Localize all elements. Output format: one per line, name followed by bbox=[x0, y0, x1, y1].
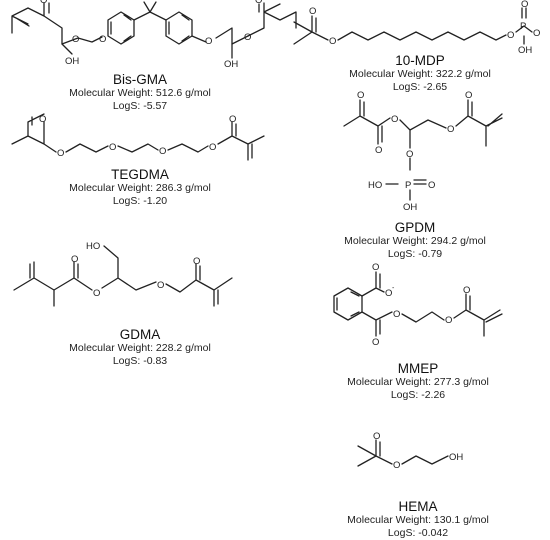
log-s: LogS: -0.83 bbox=[112, 355, 168, 367]
compound-name: HEMA bbox=[398, 499, 438, 514]
atom-oxygen: O bbox=[157, 280, 164, 291]
atom-oxygen: O bbox=[229, 114, 236, 125]
atom-oxygen: O bbox=[445, 315, 452, 326]
atom-oxygen: O bbox=[373, 431, 380, 442]
compound-name: GDMA bbox=[119, 327, 161, 342]
caption-bis-gma: Bis-GMA Molecular Weight: 512.6 g/mol Lo… bbox=[40, 72, 240, 113]
log-s: LogS: -2.65 bbox=[392, 81, 448, 93]
molecular-weight: Molecular Weight: 286.3 g/mol bbox=[69, 182, 211, 194]
atom-oxygen: O bbox=[372, 337, 379, 348]
atom-hydroxyl: OH bbox=[518, 45, 532, 56]
structure-mmep bbox=[333, 271, 503, 337]
caption-gdma: GDMA Molecular Weight: 228.2 g/mol LogS:… bbox=[40, 327, 240, 368]
compound-name: TEGDMA bbox=[111, 167, 169, 182]
atom-oxygen: O bbox=[406, 149, 413, 160]
atom-oxygen: O bbox=[39, 114, 46, 125]
caption-10-mdp: 10-MDP Molecular Weight: 322.2 g/mol Log… bbox=[320, 53, 520, 94]
atom-oxygen: O bbox=[99, 34, 106, 45]
atom-oxygen: O bbox=[428, 180, 435, 191]
molecular-weight: Molecular Weight: 130.1 g/mol bbox=[347, 514, 489, 526]
atom-oxygen: O bbox=[93, 288, 100, 299]
atom-oxygen: O bbox=[40, 0, 47, 6]
compound-name: MMEP bbox=[397, 361, 439, 376]
atom-hydroxyl: HO bbox=[368, 180, 382, 191]
atom-phosphorus: P bbox=[520, 21, 526, 32]
log-s: LogS: -1.20 bbox=[112, 195, 168, 207]
compound-name: Bis-GMA bbox=[113, 72, 167, 87]
atom-oxygen: O bbox=[205, 36, 212, 47]
atom-oxygen: O bbox=[159, 146, 166, 157]
atom-oxygen: O bbox=[521, 0, 528, 10]
atom-oxygen: O bbox=[329, 36, 336, 47]
atom-oxygen: O bbox=[465, 90, 472, 101]
molecular-weight: Molecular Weight: 228.2 g/mol bbox=[69, 342, 211, 354]
atom-oxygen: O bbox=[255, 0, 262, 6]
atom-oxygen: O bbox=[71, 254, 78, 265]
structure-10-mdp bbox=[293, 7, 533, 45]
atom-oxygen: O bbox=[393, 309, 400, 320]
atom-oxygen: O bbox=[57, 148, 64, 159]
molecular-weight: Molecular Weight: 277.3 g/mol bbox=[347, 376, 489, 388]
atom-oxygen: O bbox=[72, 34, 79, 45]
molecular-weight: Molecular Weight: 322.2 g/mol bbox=[349, 68, 491, 80]
atom-oxygen: O bbox=[372, 262, 379, 273]
charge-minus: - bbox=[392, 285, 395, 292]
molecular-weight: Molecular Weight: 294.2 g/mol bbox=[344, 235, 486, 247]
log-s: LogS: -0.042 bbox=[387, 527, 449, 539]
atom-oxygen: O bbox=[357, 90, 364, 101]
log-s: LogS: -0.79 bbox=[387, 248, 443, 260]
structure-bis-gma bbox=[11, 1, 297, 59]
atom-oxygen: O bbox=[385, 288, 392, 299]
atom-hydroxyl: OH bbox=[224, 59, 238, 70]
atom-hydroxyl: OH bbox=[403, 202, 417, 213]
atom-hydroxyl: HO bbox=[86, 241, 100, 252]
atom-hydroxyl: OH bbox=[65, 56, 79, 67]
atom-oxygen: O bbox=[193, 256, 200, 267]
caption-mmep: MMEP Molecular Weight: 277.3 g/mol LogS:… bbox=[318, 361, 518, 402]
caption-gpdm: GPDM Molecular Weight: 294.2 g/mol LogS:… bbox=[315, 220, 515, 261]
log-s: LogS: -2.26 bbox=[390, 389, 446, 401]
molecular-weight: Molecular Weight: 512.6 g/mol bbox=[69, 87, 211, 99]
atom-oxygen: O bbox=[463, 285, 470, 296]
log-s: LogS: -5.57 bbox=[112, 100, 168, 112]
atom-phosphorus: P bbox=[405, 180, 411, 191]
atom-oxygen: O bbox=[375, 145, 382, 156]
atom-hydroxyl: OH bbox=[449, 452, 463, 463]
atom-oxygen: O bbox=[391, 114, 398, 125]
atom-oxygen: O bbox=[447, 124, 454, 135]
atom-oxygen: O bbox=[507, 30, 514, 41]
caption-tegdma: TEGDMA Molecular Weight: 286.3 g/mol Log… bbox=[40, 167, 240, 208]
atom-oxygen: O bbox=[393, 460, 400, 471]
compound-name: GPDM bbox=[394, 220, 436, 235]
structure-tegdma bbox=[11, 113, 265, 161]
caption-hema: HEMA Molecular Weight: 130.1 g/mol LogS:… bbox=[318, 499, 518, 540]
atom-oxygen: O bbox=[309, 6, 316, 17]
atom-oxygen: O bbox=[109, 142, 116, 153]
compound-name: 10-MDP bbox=[395, 53, 445, 68]
atom-oxygen: O bbox=[244, 32, 251, 43]
atom-oxygen: O bbox=[533, 28, 540, 39]
atom-oxygen: O bbox=[209, 142, 216, 153]
structure-gpdm bbox=[343, 99, 503, 201]
structure-hema bbox=[357, 439, 449, 467]
structure-gdma bbox=[13, 245, 233, 307]
